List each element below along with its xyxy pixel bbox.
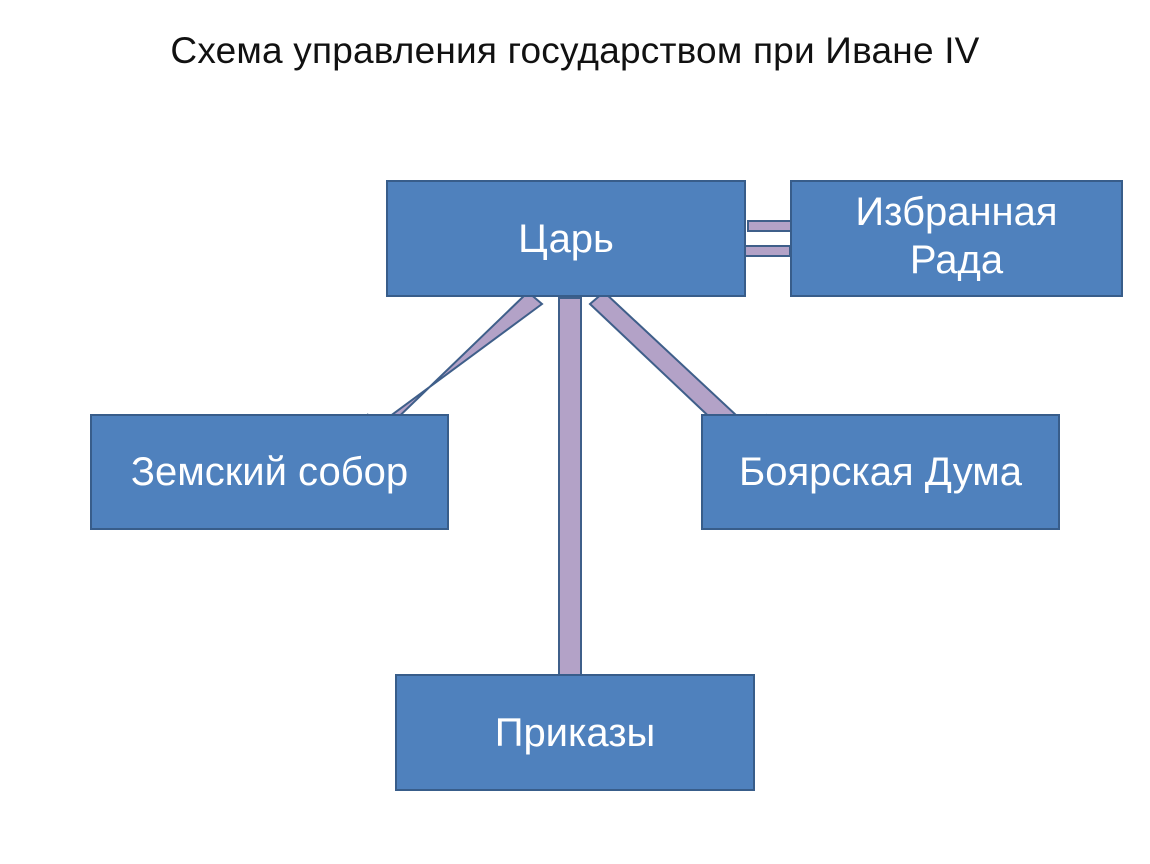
node-chosen-rada: Избранная Рада [790,180,1123,297]
node-boyar-duma: Боярская Дума [701,414,1060,530]
node-tsar-label: Царь [518,216,614,261]
node-zemsky-sobor: Земский собор [90,414,449,530]
diagram-title: Схема управления государством при Иване … [170,30,980,71]
node-prikazy-label: Приказы [494,710,656,755]
node-chosen-rada-label-line2: Рада [909,237,1004,282]
node-zemsky-sobor-label: Земский собор [130,450,409,494]
node-prikazy: Приказы [395,674,755,791]
node-boyar-duma-label: Боярская Дума [738,450,1023,494]
node-tsar: Царь [386,180,746,297]
node-chosen-rada-label-line1: Избранная [855,189,1058,234]
arrow-tsar-to-prikazy [542,297,598,712]
